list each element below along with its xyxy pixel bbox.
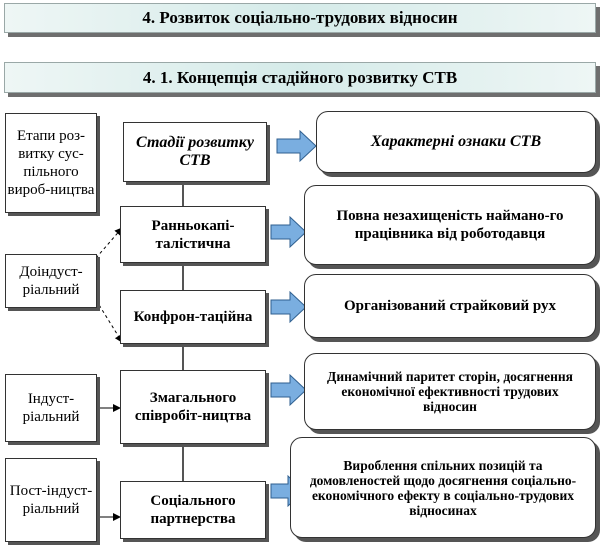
feature-2: Організований страйковий рух	[304, 274, 596, 338]
stages-of-production-header: Етапи роз-витку сус-пільного вироб-ництв…	[5, 113, 97, 213]
stages-header: Стадії розвитку СТВ	[123, 122, 267, 182]
dashed-arrow-to-early	[95, 227, 123, 259]
block-arrow-4	[270, 373, 307, 407]
industrial-box: Індуст-ріальний	[5, 374, 97, 442]
section-title-text: 4. 1. Концепція стадійного розвитку СТВ	[142, 67, 458, 87]
stage-confrontational: Конфрон-таційна	[120, 290, 266, 344]
features-header: Характерні ознаки СТВ	[316, 111, 596, 173]
post-industrial-box: Пост-індуст-ріальний	[5, 458, 97, 542]
stage-early-capitalist: Ранньокапі-талістична	[120, 206, 266, 263]
page-title: 4. Розвиток соціально-трудових відносин	[4, 3, 596, 33]
block-arrow-1	[276, 129, 317, 163]
dashed-arrow-to-confront	[95, 299, 123, 343]
page-title-text: 4. Розвиток соціально-трудових відносин	[142, 8, 458, 27]
block-arrow-3	[270, 290, 307, 324]
block-arrow-2	[270, 215, 307, 249]
feature-3: Динамічний паритет сторін, досягнення ек…	[304, 353, 596, 430]
stage-social-partnership: Соціального партнерства	[120, 481, 266, 539]
feature-4: Вироблення спільних позицій та домовлено…	[290, 437, 596, 538]
section-title: 4. 1. Концепція стадійного розвитку СТВ	[4, 62, 596, 93]
pre-industrial-box: Доіндуст-ріальний	[5, 254, 97, 308]
stage-general-cooperation: Змагального співробіт-ництва	[120, 370, 266, 444]
feature-1: Повна незахищеність наймано-го працівник…	[304, 185, 596, 265]
